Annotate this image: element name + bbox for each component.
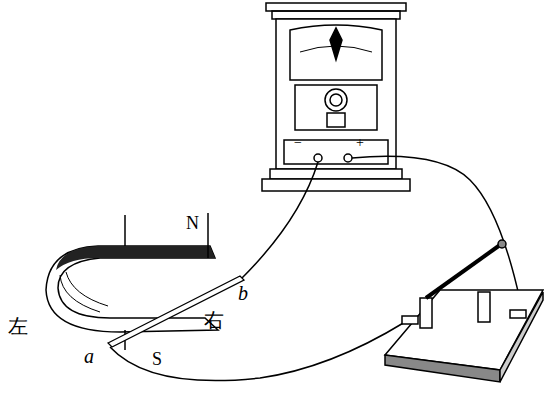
- part-label: −: [294, 136, 302, 150]
- part-label: N: [186, 214, 199, 232]
- part-label: S: [152, 350, 162, 368]
- switch: [385, 240, 543, 382]
- part-label: a: [84, 346, 94, 366]
- horseshoe-magnet: [46, 213, 218, 350]
- part-label: b: [238, 283, 248, 303]
- conductor-ab: [108, 276, 244, 347]
- galvanometer: [262, 3, 410, 191]
- part-label: +: [356, 136, 364, 150]
- part-label: 右: [204, 310, 224, 330]
- part-label: 左: [8, 316, 28, 336]
